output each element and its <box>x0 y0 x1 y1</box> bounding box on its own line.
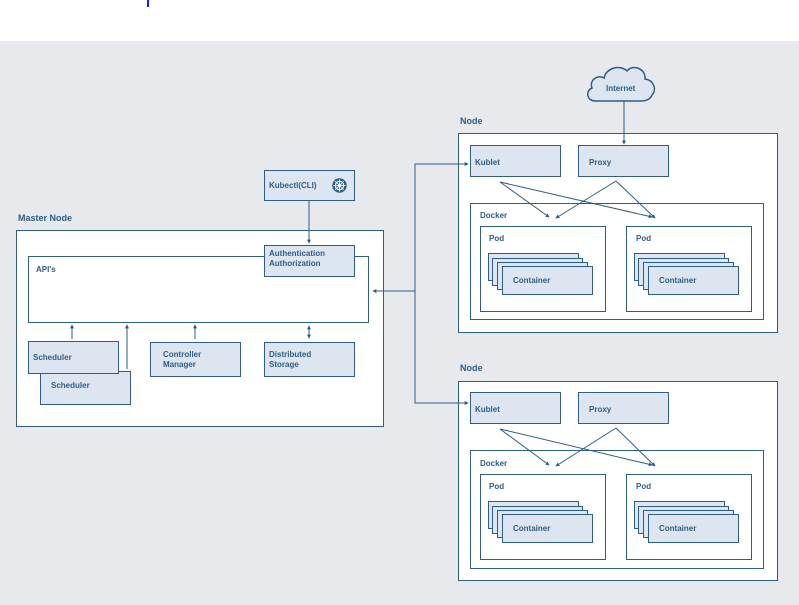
storage-line-2: Storage <box>269 360 299 369</box>
node-1-kublet: Kublet <box>470 145 561 177</box>
text-cursor <box>147 0 149 7</box>
auth-line-2: Authorization <box>269 259 321 268</box>
distributed-storage-box: Distributed Storage <box>264 342 355 377</box>
scheduler-label: Scheduler <box>33 353 72 362</box>
node-2-pod-2-container: Container <box>648 514 739 543</box>
node-1-title: Node <box>460 116 483 126</box>
auth-box: Authentication Authorization <box>264 245 355 277</box>
helm-wheel-icon <box>332 178 347 193</box>
node-2-proxy: Proxy <box>578 392 669 424</box>
node-2-title: Node <box>460 363 483 373</box>
node-1-pod-2-label: Pod <box>636 234 652 243</box>
kubectl-box: Kubectl(CLI) <box>264 170 355 201</box>
kubectl-label: Kubectl(CLI) <box>269 181 317 190</box>
node-1-pod-2-container: Container <box>648 266 739 295</box>
apis-label: API's <box>36 265 56 274</box>
node-1-docker-label: Docker <box>480 211 508 220</box>
node-1-pod-1-container: Container <box>502 266 593 295</box>
controller-line-1: Controller <box>163 350 202 359</box>
node-2-docker-label: Docker <box>480 459 508 468</box>
storage-line-1: Distributed <box>269 350 312 359</box>
node-1-proxy: Proxy <box>578 145 669 177</box>
node-2-pod-2-label: Pod <box>636 482 652 491</box>
node-2-pod-1-container: Container <box>502 514 593 543</box>
node-2-kublet: Kublet <box>470 392 561 424</box>
internet-label: Internet <box>606 84 636 93</box>
auth-line-1: Authentication <box>269 249 325 258</box>
node-2-pod-1-label: Pod <box>489 482 505 491</box>
scheduler-box: Scheduler <box>28 341 119 374</box>
cloud-icon <box>587 66 656 102</box>
scheduler-box-back: Scheduler <box>40 371 131 405</box>
master-node-title: Master Node <box>18 213 73 223</box>
scheduler-back-label: Scheduler <box>51 381 90 390</box>
controller-line-2: Manager <box>163 360 196 369</box>
controller-manager-box: Controller Manager <box>150 342 241 377</box>
node-1-pod-1-label: Pod <box>489 234 505 243</box>
